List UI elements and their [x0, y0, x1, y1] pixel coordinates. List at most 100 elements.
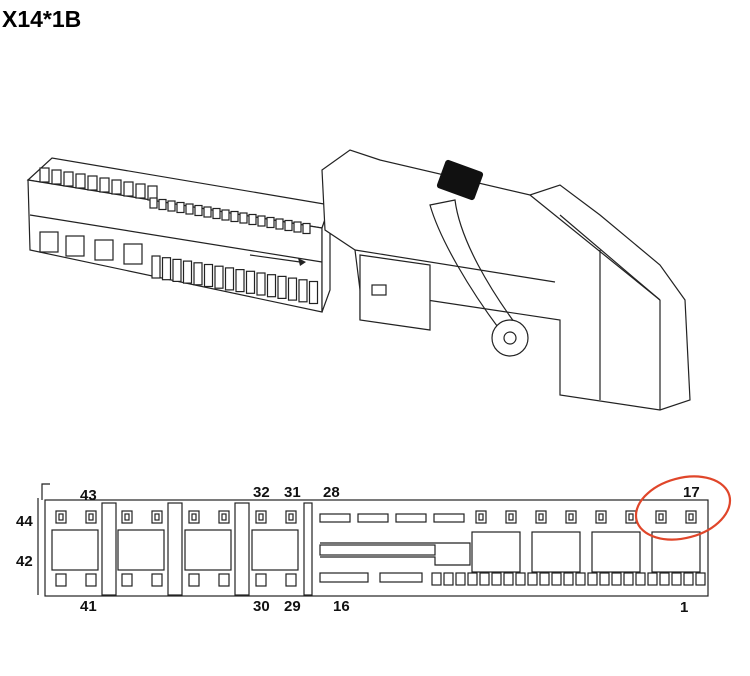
connector-insert-illustration [26, 157, 331, 313]
small-cavity [467, 572, 478, 586]
pin-cavity-inner [658, 513, 664, 521]
pin-cavity [218, 573, 230, 587]
pin-cavity-inner [154, 513, 160, 521]
terminal-lock [39, 231, 59, 253]
pin-cavity-inner [58, 513, 64, 521]
terminal-tower [99, 177, 110, 193]
pin-module [184, 529, 232, 571]
terminal-tower [221, 209, 230, 221]
pin-module [117, 529, 165, 571]
terminal-tower [185, 203, 194, 215]
pin-label-16: 16 [333, 598, 350, 615]
terminal-tower [149, 197, 158, 209]
pin-cavity-inner [598, 513, 604, 521]
pin-module [471, 531, 521, 573]
terminal-lock [235, 269, 245, 293]
terminal-tower [75, 173, 86, 189]
slot [319, 572, 369, 583]
small-cavity [659, 572, 670, 586]
separator [167, 502, 183, 596]
pin-cavity [188, 573, 200, 587]
small-cavity [515, 572, 526, 586]
pin-label-28: 28 [323, 484, 340, 501]
pin-label-1: 1 [680, 599, 688, 616]
terminal-lock [308, 280, 319, 305]
slot [379, 572, 423, 583]
slot [433, 513, 465, 523]
terminal-tower [176, 201, 185, 214]
pin-cavity-inner [688, 513, 694, 521]
pin-label-32: 32 [253, 484, 270, 501]
separator [303, 502, 313, 596]
pin-label-43: 43 [80, 487, 97, 504]
connector-housing-illustration [321, 149, 691, 411]
slot [357, 513, 389, 523]
terminal-lock [298, 279, 308, 303]
small-cavity [503, 572, 514, 586]
terminal-lock [94, 239, 114, 261]
pin-cavity-inner [628, 513, 634, 521]
terminal-lock [245, 270, 256, 294]
small-cavity [455, 572, 466, 586]
pin-label-17: 17 [683, 484, 700, 501]
terminal-tower [275, 218, 284, 230]
terminal-tower [239, 212, 248, 224]
pin-cavity [151, 573, 163, 587]
terminal-lock [65, 235, 85, 257]
pin-cavity-inner [191, 513, 197, 521]
small-cavity [611, 572, 622, 586]
small-cavity [431, 572, 442, 586]
terminal-tower [111, 179, 122, 195]
small-cavity [479, 572, 490, 586]
pin-label-41: 41 [80, 598, 97, 615]
terminal-tower [194, 204, 203, 217]
small-cavity [527, 572, 538, 586]
terminal-lock [161, 257, 172, 281]
terminal-tower [39, 167, 50, 183]
pin-label-30: 30 [253, 598, 270, 615]
pin-cavity-inner [478, 513, 484, 521]
terminal-tower [123, 181, 134, 197]
terminal-lock [266, 274, 277, 298]
terminal-tower [266, 216, 275, 229]
pin-cavity [55, 573, 67, 587]
small-cavity [647, 572, 658, 586]
small-cavity [443, 572, 454, 586]
pin-label-42: 42 [16, 553, 33, 570]
pin-label-44: 44 [16, 513, 33, 530]
pin-cavity-inner [124, 513, 130, 521]
small-cavity [671, 572, 682, 586]
pin-cavity-inner [288, 513, 294, 521]
terminal-tower [284, 219, 293, 232]
small-cavity [599, 572, 610, 586]
small-cavity [635, 572, 646, 586]
small-cavity [683, 572, 694, 586]
small-cavity [563, 572, 574, 586]
terminal-lock [193, 262, 203, 286]
terminal-lock [214, 265, 224, 289]
terminal-tower [257, 215, 266, 227]
pin-label-29: 29 [284, 598, 301, 615]
pin-cavity [121, 573, 133, 587]
terminal-lock [256, 272, 266, 296]
pin-cavity-inner [568, 513, 574, 521]
terminal-lock [287, 277, 298, 301]
pin-module [51, 529, 99, 571]
pin-label-31: 31 [284, 484, 301, 501]
pin-cavity [255, 573, 267, 587]
terminal-lock [172, 258, 182, 282]
terminal-tower [167, 200, 176, 212]
small-cavity [695, 572, 706, 586]
terminal-tower [158, 198, 167, 211]
small-cavity [575, 572, 586, 586]
terminal-tower [87, 175, 98, 191]
terminal-tower [293, 221, 302, 233]
terminal-tower [135, 183, 146, 199]
pin-cavity-inner [88, 513, 94, 521]
pin-module [251, 529, 299, 571]
small-cavity [551, 572, 562, 586]
terminal-lock [277, 275, 287, 299]
terminal-lock [203, 263, 214, 288]
pin-cavity-inner [538, 513, 544, 521]
